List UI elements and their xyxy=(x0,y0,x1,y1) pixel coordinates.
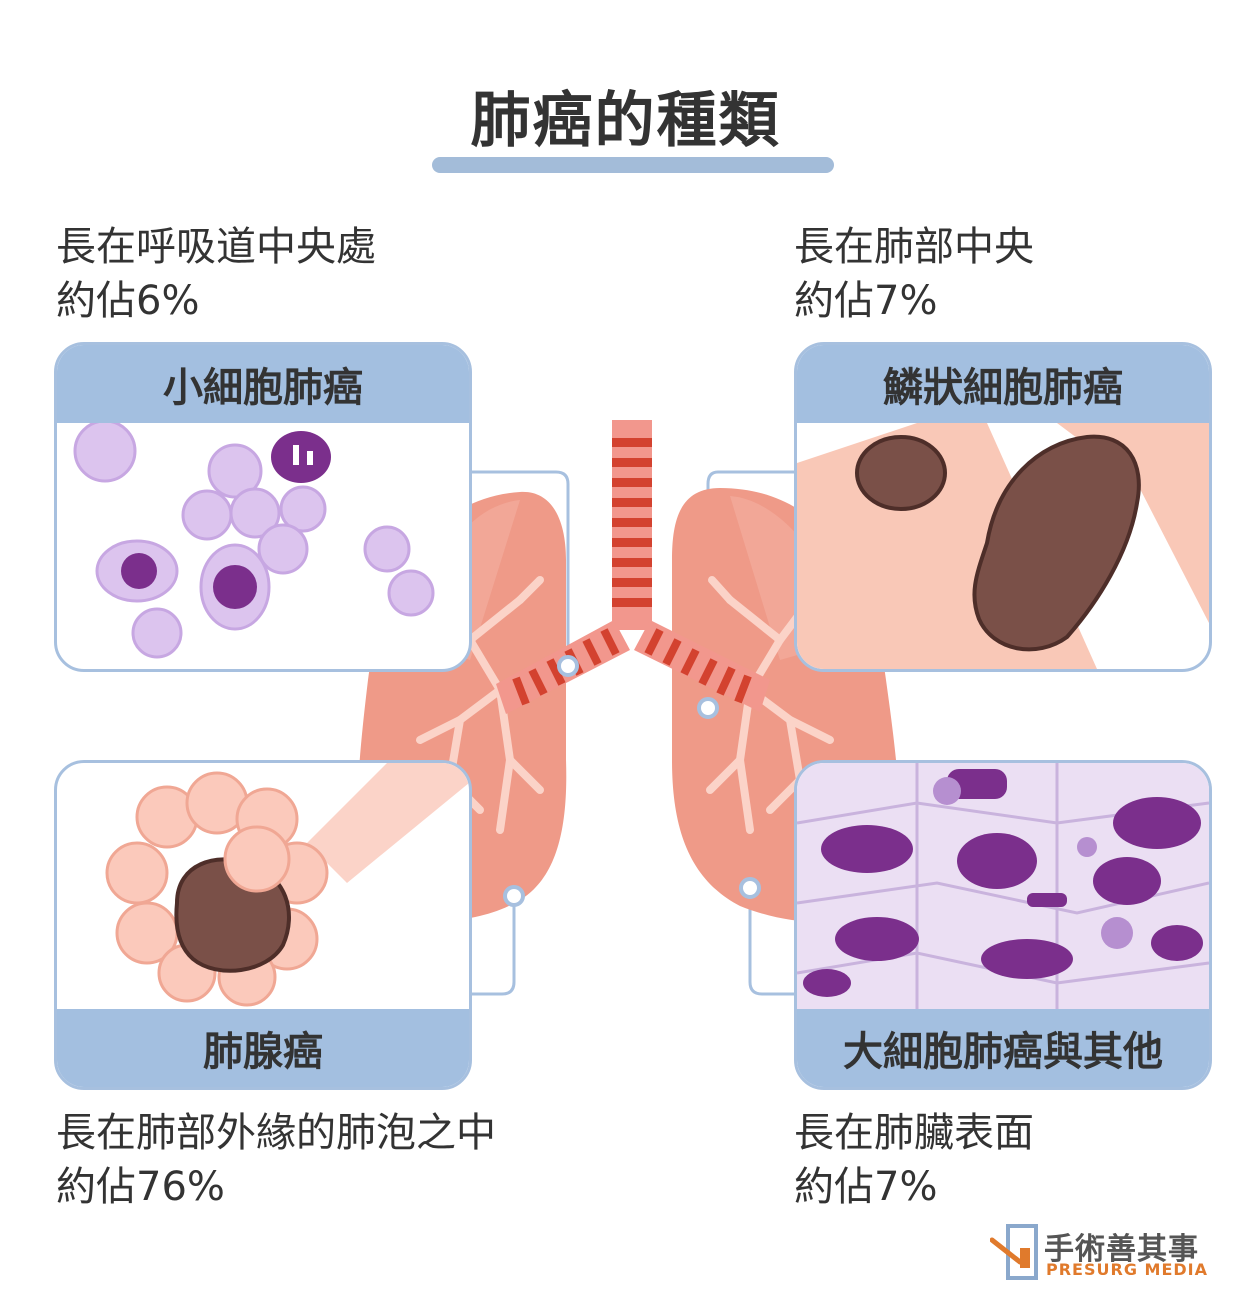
title-underline xyxy=(432,157,834,173)
large-cell-description: 長在肺臟表面 約佔7% xyxy=(794,1106,1034,1214)
adeno-share: 約佔76% xyxy=(56,1164,225,1210)
large-cell-location: 長在肺臟表面 xyxy=(794,1110,1034,1156)
panel-large-cell-title: 大細胞肺癌與其他 xyxy=(797,1009,1209,1087)
small-cell-description: 長在呼吸道中央處 約佔6% xyxy=(56,220,376,328)
connector-large-cell xyxy=(748,890,796,996)
logo-mark-icon xyxy=(990,1224,1038,1280)
connector-small-cell xyxy=(470,470,570,664)
connector-adeno xyxy=(470,898,516,996)
large-cell-illustration xyxy=(797,763,1209,1009)
logo-english: PRESURG MEDIA xyxy=(1046,1260,1208,1279)
small-cell-location: 長在呼吸道中央處 xyxy=(56,224,376,270)
large-cell-share: 約佔7% xyxy=(794,1164,938,1210)
adeno-location: 長在肺部外緣的肺泡之中 xyxy=(56,1110,496,1156)
dot-adeno xyxy=(503,885,525,907)
page-title: 肺癌的種類 xyxy=(470,86,781,156)
panel-small-cell: 小細胞肺癌 xyxy=(54,342,472,672)
small-cell-share: 約佔6% xyxy=(56,278,200,324)
small-cell-illustration xyxy=(57,423,469,669)
squamous-illustration xyxy=(797,423,1209,669)
presurg-logo: 手術善其事 PRESURG MEDIA xyxy=(990,1222,1230,1284)
dot-squamous xyxy=(697,697,719,719)
squamous-location: 長在肺部中央 xyxy=(794,224,1034,270)
squamous-share: 約佔7% xyxy=(794,278,938,324)
panel-large-cell: 大細胞肺癌與其他 xyxy=(794,760,1212,1090)
squamous-description: 長在肺部中央 約佔7% xyxy=(794,220,1034,328)
right-bronchus xyxy=(634,620,770,712)
panel-small-cell-title: 小細胞肺癌 xyxy=(57,345,469,423)
panel-adeno: 肺腺癌 xyxy=(54,760,472,1090)
panel-squamous-title: 鱗狀細胞肺癌 xyxy=(797,345,1209,423)
panel-adeno-title: 肺腺癌 xyxy=(57,1009,469,1087)
dot-small-cell xyxy=(557,655,579,677)
dot-large-cell xyxy=(739,877,761,899)
connector-squamous xyxy=(706,470,796,706)
adeno-description: 長在肺部外緣的肺泡之中 約佔76% xyxy=(56,1106,496,1214)
adeno-illustration xyxy=(57,763,469,1009)
logo-chinese: 手術善其事 xyxy=(1044,1232,1199,1267)
panel-squamous: 鱗狀細胞肺癌 xyxy=(794,342,1212,672)
